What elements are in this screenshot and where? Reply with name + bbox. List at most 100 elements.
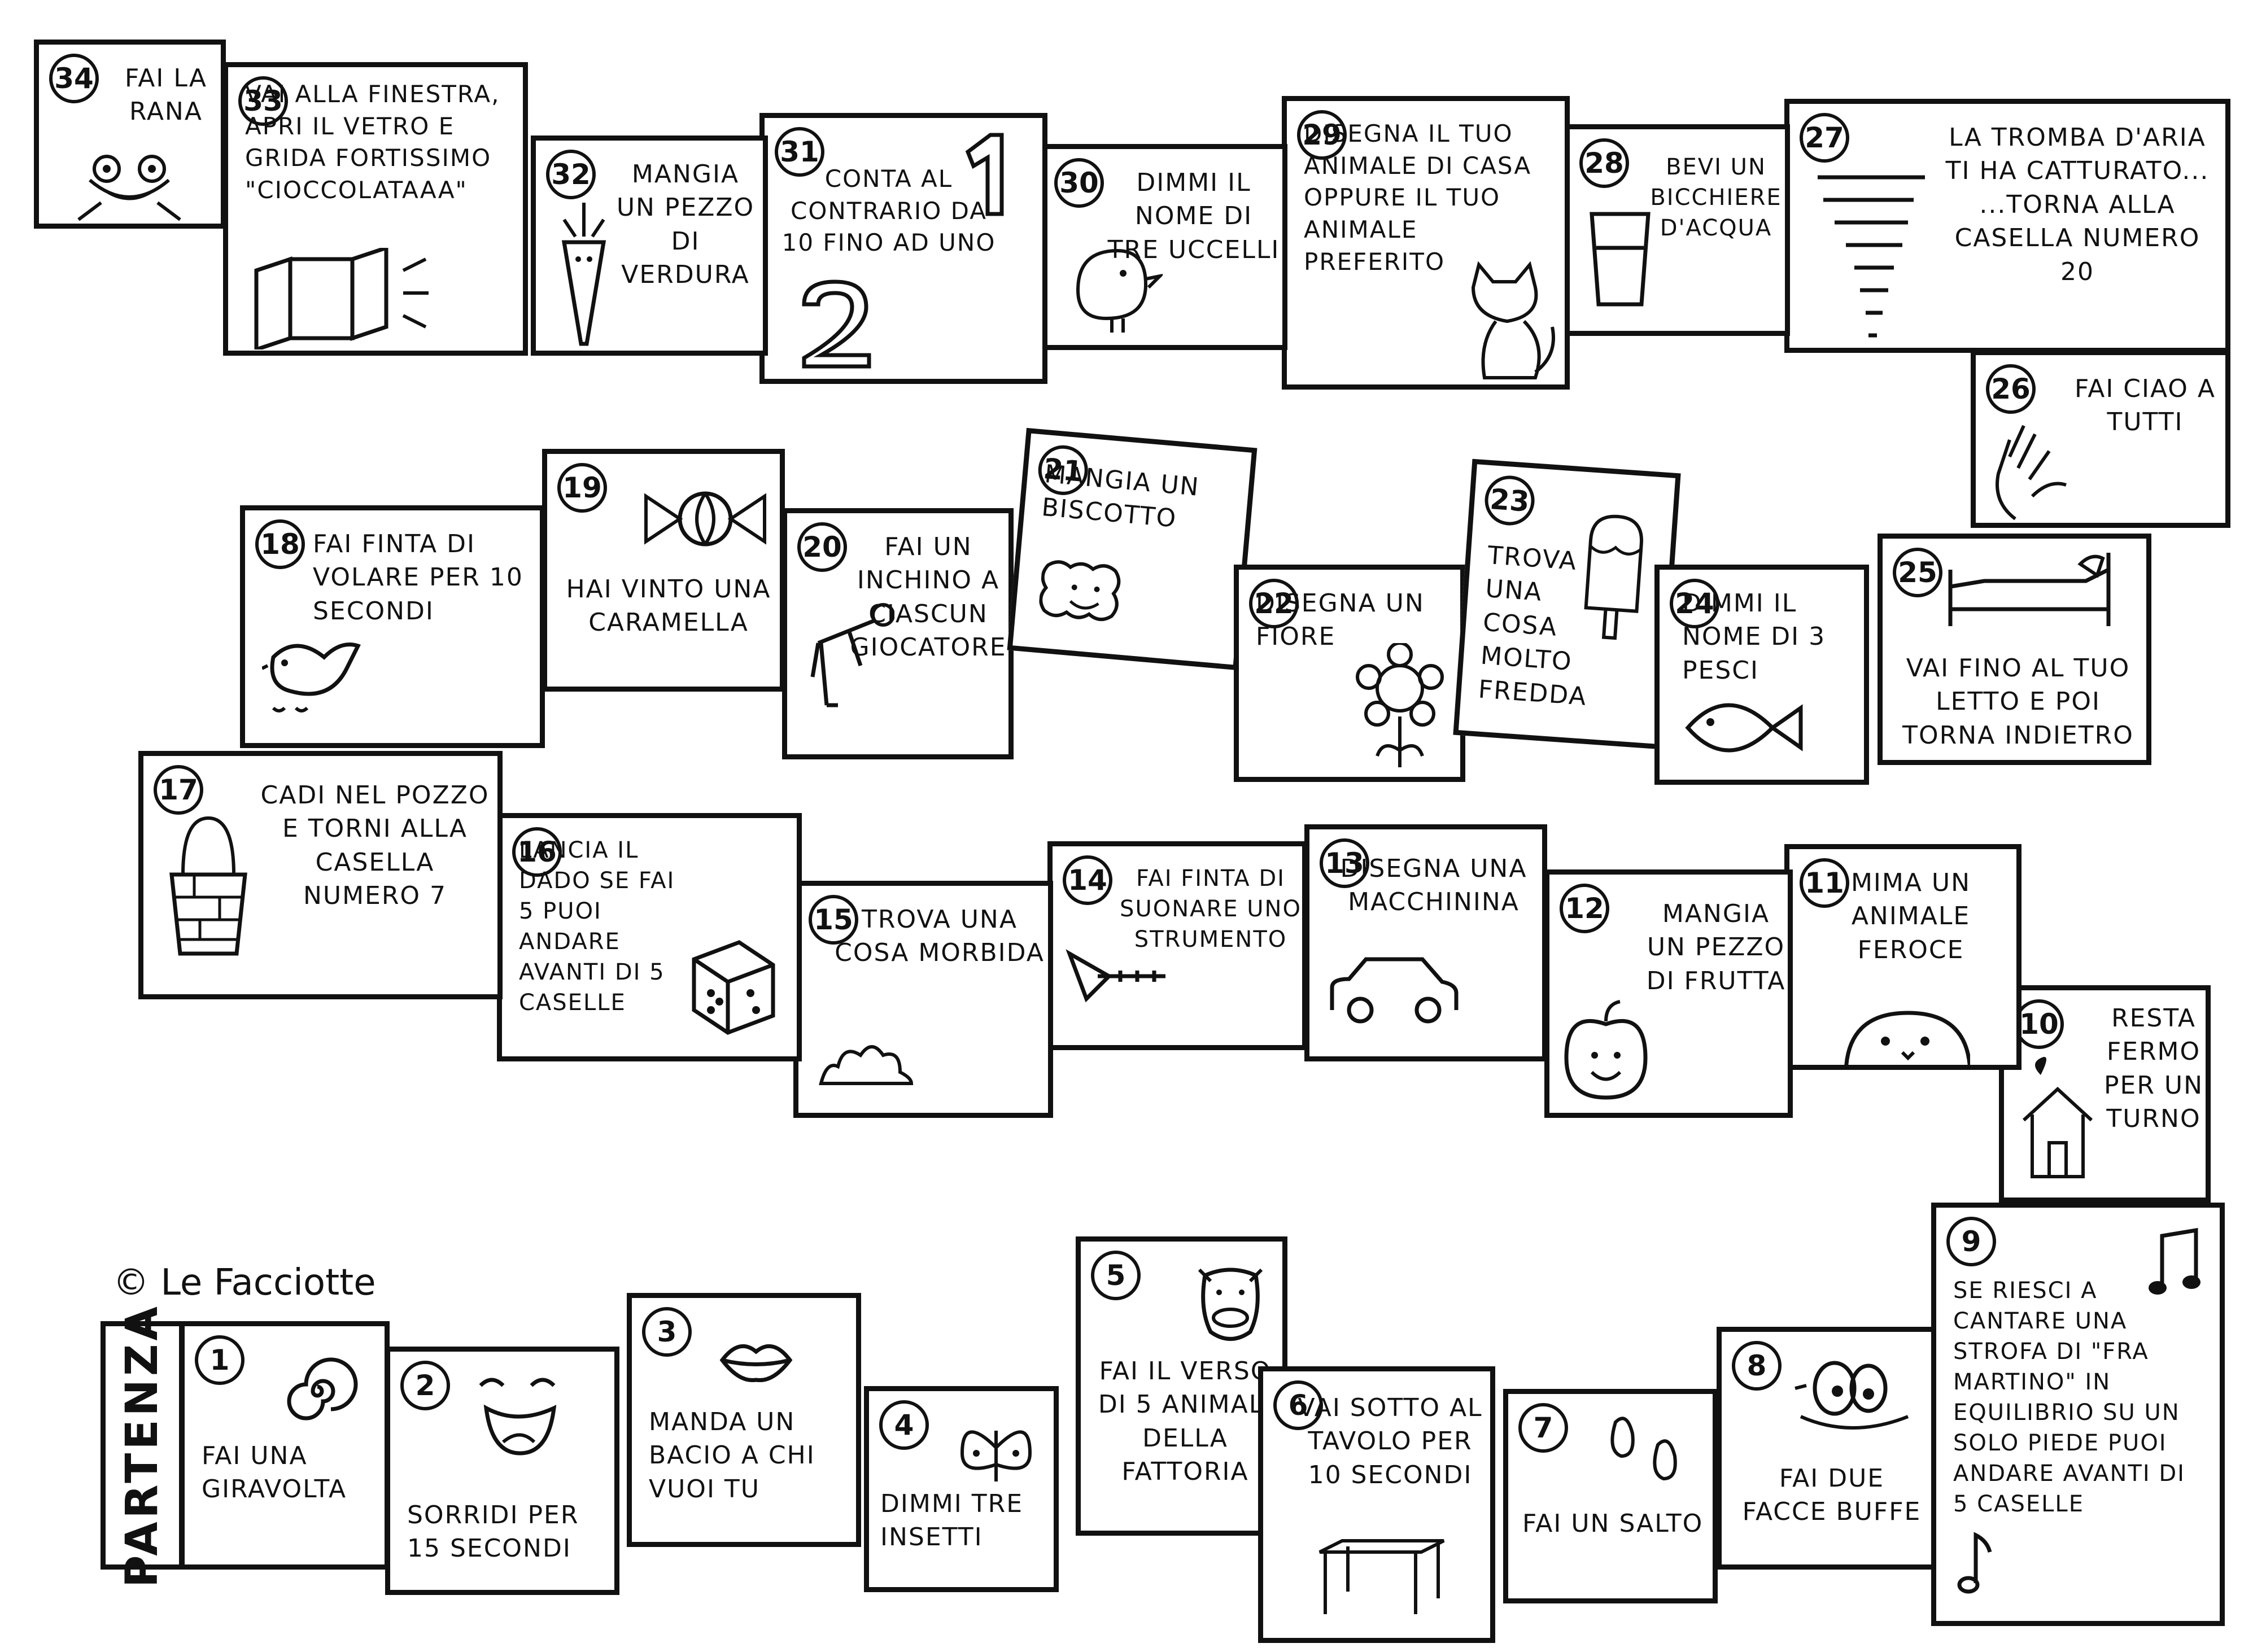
square-number: 18 [255, 519, 305, 569]
square-16[interactable]: 16 LANCIA IL DADO SE FAI 5 PUOI ANDARE A… [497, 813, 802, 1061]
start-square[interactable]: PARTENZA [101, 1303, 184, 1588]
apple-icon [1561, 999, 1651, 1103]
square-18[interactable]: 18 FAI FINTA DI VOLARE PER 10 SECONDI [240, 505, 545, 748]
square-31[interactable]: 31 CONTA AL CONTRARIO DA 10 FINO AD UNO [759, 113, 1047, 384]
square-number: 27 [1800, 113, 1849, 163]
tiger-icon [1840, 996, 1972, 1065]
square-3[interactable]: 3 MANDA UN BACIO A CHI VUOI TU [627, 1293, 861, 1547]
square-number: 28 [1579, 138, 1629, 188]
fish-icon [1682, 688, 1806, 770]
square-9[interactable]: 9 SE RIESCI A CANTARE UNA STROFA DI "FRA… [1931, 1203, 2225, 1626]
square-number: 15 [809, 895, 858, 945]
tornado-icon [1812, 166, 1931, 348]
square-number: 26 [1986, 364, 2036, 414]
square-text: FAI FINTA DI VOLARE PER 10 SECONDI [313, 530, 523, 626]
trumpet-icon [1064, 942, 1177, 1018]
square-number: 7 [1518, 1403, 1568, 1453]
square-number: 24 [1670, 579, 1719, 628]
butterfly-icon [954, 1414, 1038, 1495]
square-5[interactable]: 5 FAI IL VERSO DI 5 ANIMALI DELLA FATTOR… [1076, 1236, 1287, 1536]
square-32[interactable]: 32 MANGIA UN PEZZO DI VERDURA [531, 136, 768, 356]
square-number: 9 [1946, 1217, 1996, 1266]
square-number: 11 [1800, 858, 1849, 908]
square-text: MIMA UN ANIMALE FEROCE [1850, 868, 1971, 964]
cow-icon [1188, 1253, 1273, 1351]
square-6[interactable]: 6 VAI SOTTO AL TAVOLO PER 10 SECONDI [1258, 1366, 1495, 1643]
square-number: 23 [1483, 474, 1536, 527]
bird-icon [1067, 245, 1165, 338]
square-23[interactable]: 23 TROVA UNA COSA MOLTO FREDDA [1453, 458, 1681, 750]
square-12[interactable]: 12 MANGIA UN PEZZO DI FRUTTA [1544, 869, 1793, 1118]
square-17[interactable]: 17 CADI NEL POZZO E TORNI ALLA CASELLA N… [138, 751, 503, 999]
square-30[interactable]: 30 DIMMI IL NOME DI TRE UCCELLI [1039, 144, 1287, 350]
square-text: FAI UN INCHINO A CIASCUN GIOCATORE [850, 532, 1007, 662]
square-text: VAI SOTTO AL TAVOLO PER 10 SECONDI [1298, 1393, 1483, 1489]
square-24[interactable]: 24 DIMMI IL NOME DI 3 PESCI [1654, 565, 1869, 785]
square-2[interactable]: 2 SORRIDI PER 15 SECONDI [385, 1347, 619, 1595]
square-text: HAI VINTO UNA CARAMELLA [566, 575, 771, 637]
square-22[interactable]: 22 DISEGNA UN FIORE [1234, 565, 1465, 782]
square-20[interactable]: 20 FAI UN INCHINO A CIASCUN GIOCATORE [782, 508, 1014, 759]
square-33[interactable]: 33 VAI ALLA FINESTRA, APRI IL VETRO E GR… [223, 62, 528, 356]
square-text: CADI NEL POZZO E TORNI ALLA CASELLA NUME… [260, 781, 490, 911]
square-text: SORRIDI PER 15 SECONDI [407, 1501, 579, 1563]
square-number: 4 [879, 1400, 929, 1450]
square-14[interactable]: 14 FAI FINTA DI SUONARE UNO STRUMENTO [1047, 841, 1307, 1050]
square-number: 5 [1091, 1251, 1141, 1300]
square-number: 10 [2014, 999, 2064, 1049]
square-15[interactable]: 15 TROVA UNA COSA MORBIDA [793, 881, 1053, 1118]
music-note-icon [1950, 1529, 1996, 1599]
square-text: DISEGNA IL TUO ANIMALE DI CASA OPPURE IL… [1304, 120, 1532, 276]
bowing-person-icon [804, 592, 895, 719]
square-25[interactable]: 25 VAI FINO AL TUO LETTO E POI TORNA IND… [1878, 534, 2151, 765]
square-27[interactable]: 27 LA TROMBA D'ARIA TI HA CATTURATO... .… [1784, 99, 2230, 353]
square-text: FAI UNA GIRAVOLTA [202, 1441, 347, 1504]
square-number: 6 [1273, 1380, 1323, 1430]
number-two-icon [798, 276, 872, 374]
square-28[interactable]: 28 BEVI UN BICCHIERE D'ACQUA [1564, 124, 1790, 336]
square-13[interactable]: 13 DISEGNA UNA MACCHININA [1304, 824, 1547, 1061]
soft-fluff-icon [815, 1033, 917, 1097]
square-26[interactable]: 26 FAI CIAO A TUTTI [1971, 350, 2230, 528]
carrot-icon [553, 197, 615, 351]
house-icon [2018, 1052, 2097, 1185]
square-text: MANDA UN BACIO A CHI VUOI TU [649, 1408, 815, 1504]
square-19[interactable]: 19 HAI VINTO UNA CARAMELLA [542, 449, 785, 692]
square-4[interactable]: 4 DIMMI TRE INSETTI [864, 1386, 1059, 1592]
square-number: 17 [154, 765, 203, 815]
well-bucket-icon [166, 812, 251, 962]
flying-bird-icon [261, 612, 386, 722]
square-text: LA TROMBA D'ARIA TI HA CATTURATO... ...T… [1945, 123, 2210, 286]
cookie-icon [1036, 553, 1133, 642]
square-number: 2 [400, 1361, 450, 1410]
square-text: MANGIA UN BISCOTTO [1040, 460, 1201, 534]
square-text: DIMMI IL NOME DI TRE UCCELLI [1107, 168, 1280, 264]
number-one-icon [962, 129, 1013, 222]
window-icon [251, 245, 431, 351]
square-number: 16 [512, 827, 562, 877]
square-text: FAI LA RANA [125, 64, 207, 126]
square-text: TROVA UNA COSA MORBIDA [835, 905, 1045, 968]
square-7[interactable]: 7 FAI UN SALTO [1503, 1389, 1718, 1603]
square-number: 22 [1249, 579, 1299, 628]
laughing-mouth-icon [469, 1369, 571, 1472]
square-11[interactable]: 11 MIMA UN ANIMALE FEROCE [1784, 844, 2022, 1070]
square-1[interactable]: 1 FAI UNA GIRAVOLTA [180, 1321, 390, 1570]
square-text: DIMMI IL NOME DI 3 PESCI [1682, 589, 1826, 685]
square-text: DIMMI TRE INSETTI [880, 1489, 1023, 1552]
square-10[interactable]: 10 RESTA FERMO PER UN TURNO [1999, 985, 2211, 1203]
square-34[interactable]: 34 FAI LA RANA [34, 40, 226, 229]
dice-icon [677, 925, 790, 1041]
square-21[interactable]: 21 MANGIA UN BISCOTTO [1007, 427, 1258, 671]
square-number: 14 [1063, 855, 1112, 905]
square-29[interactable]: 29 DISEGNA IL TUO ANIMALE DI CASA OPPURE… [1282, 96, 1570, 390]
flower-icon [1352, 641, 1448, 775]
funny-face-icon [1789, 1354, 1914, 1441]
square-number: 3 [642, 1307, 692, 1357]
square-number: 13 [1320, 838, 1369, 888]
square-text: TROVA UNA COSA MOLTO FREDDA [1477, 541, 1588, 711]
square-text: BEVI UN BICCHIERE D'ACQUA [1650, 154, 1782, 241]
square-number: 29 [1297, 110, 1347, 160]
square-text: FAI CIAO A TUTTI [2074, 374, 2216, 437]
square-8[interactable]: 8 FAI DUE FACCE BUFFE [1717, 1327, 1942, 1570]
